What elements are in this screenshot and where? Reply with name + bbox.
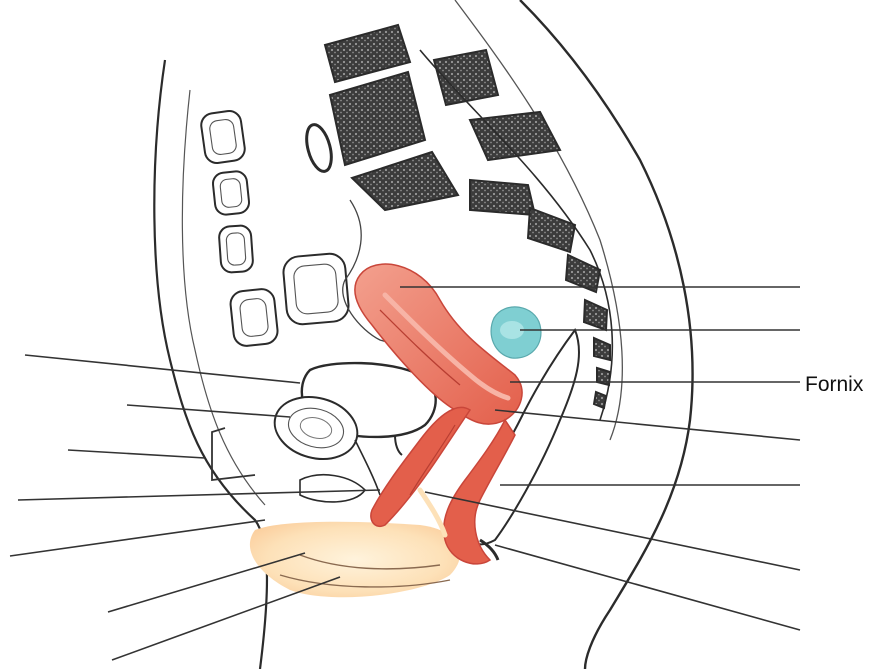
posterior-body-outline	[520, 0, 693, 669]
leader-line-pubic-symphysis	[127, 405, 290, 417]
leader-line-labia-minora	[108, 553, 305, 612]
mons-pubis-bracket	[212, 428, 255, 480]
leader-line-clitoris	[10, 520, 265, 556]
leader-line-mons-pubis	[68, 450, 205, 458]
clitoris-region	[300, 475, 365, 502]
fornix-label: Fornix	[805, 373, 863, 397]
ureter-oval	[302, 122, 336, 174]
leader-line-bladder	[25, 355, 300, 383]
bladder-neck	[395, 435, 402, 455]
leader-line-labia-majora	[112, 577, 340, 660]
leader-line-anus	[495, 545, 800, 630]
